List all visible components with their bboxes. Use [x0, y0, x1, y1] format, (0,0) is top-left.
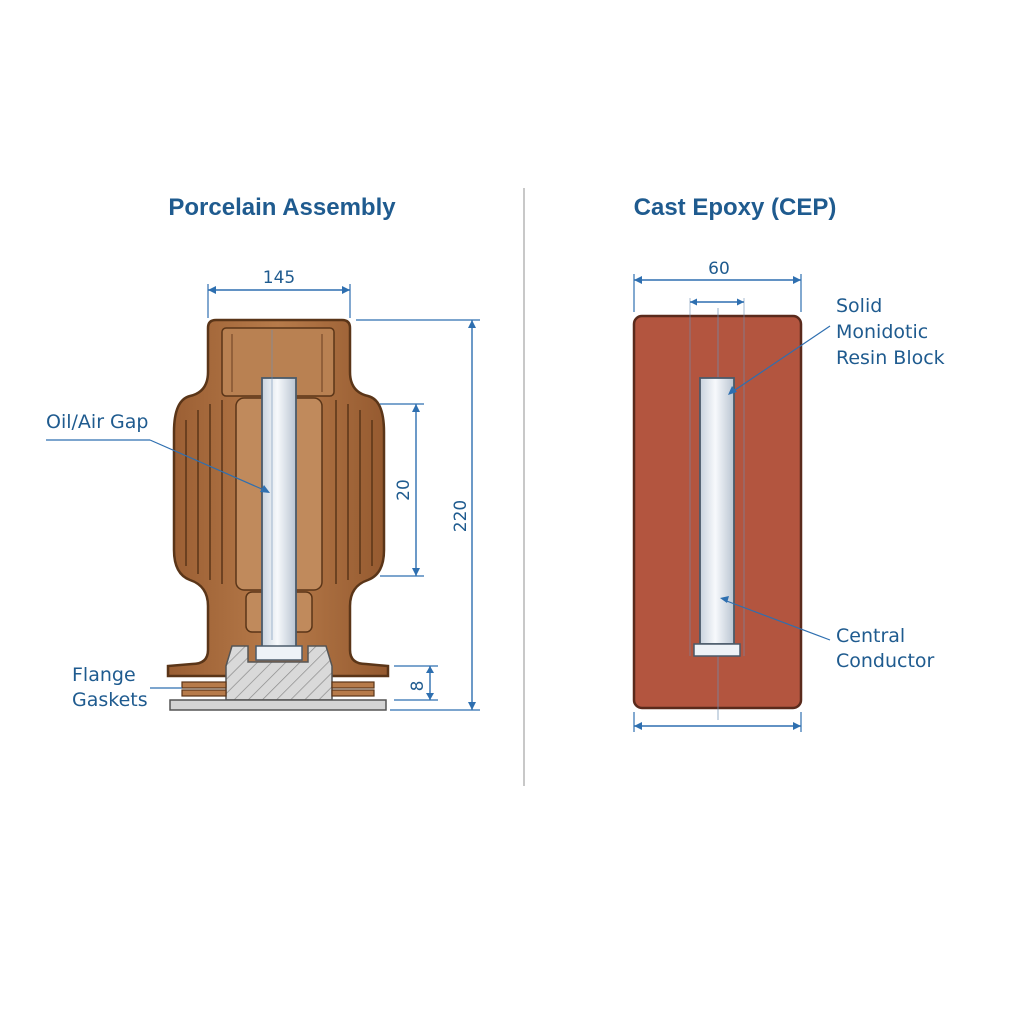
label-gaskets: Gaskets [72, 689, 148, 711]
label-flange: Flange [72, 664, 136, 686]
dimension-label-width: 145 [263, 268, 295, 288]
dimension-width-60 [633, 274, 802, 312]
leader-resin-block [728, 325, 831, 395]
dimension-total-height [356, 319, 480, 711]
shed-ribs [185, 400, 373, 584]
dimension-gap-height [380, 403, 424, 577]
label-conductor-line1: Central [836, 625, 905, 647]
gaskets [181, 681, 375, 697]
label-resin-line2: Monidotic [836, 321, 928, 343]
flange-base [225, 645, 333, 701]
dimension-label-gap-height: 20 [394, 479, 414, 501]
dimension-label-width-60: 60 [708, 259, 730, 279]
porcelain-conductor [261, 377, 297, 649]
dimension-label-flange: 8 [408, 681, 428, 692]
dimension-label-total-height: 220 [451, 500, 471, 532]
leader-oil-air-gap [46, 439, 270, 493]
label-resin-line1: Solid [836, 295, 882, 317]
dimension-conductor-width [690, 298, 744, 306]
label-conductor-line2: Conductor [836, 650, 935, 672]
central-conductor [699, 377, 735, 645]
leader-central-conductor [720, 596, 831, 641]
dimension-bottom-width [633, 712, 802, 732]
epoxy-title: Cast Epoxy (CEP) [634, 194, 837, 221]
label-oil-air-gap: Oil/Air Gap [46, 411, 148, 433]
cast-epoxy-assembly: Cast Epoxy (CEP) 60 [632, 194, 945, 732]
dimension-width-145 [207, 284, 351, 318]
label-resin-line3: Resin Block [836, 347, 945, 369]
dimension-flange [394, 665, 438, 701]
porcelain-assembly: Porcelain Assembly [46, 194, 480, 711]
base-plate [169, 699, 387, 711]
porcelain-title: Porcelain Assembly [168, 194, 396, 221]
